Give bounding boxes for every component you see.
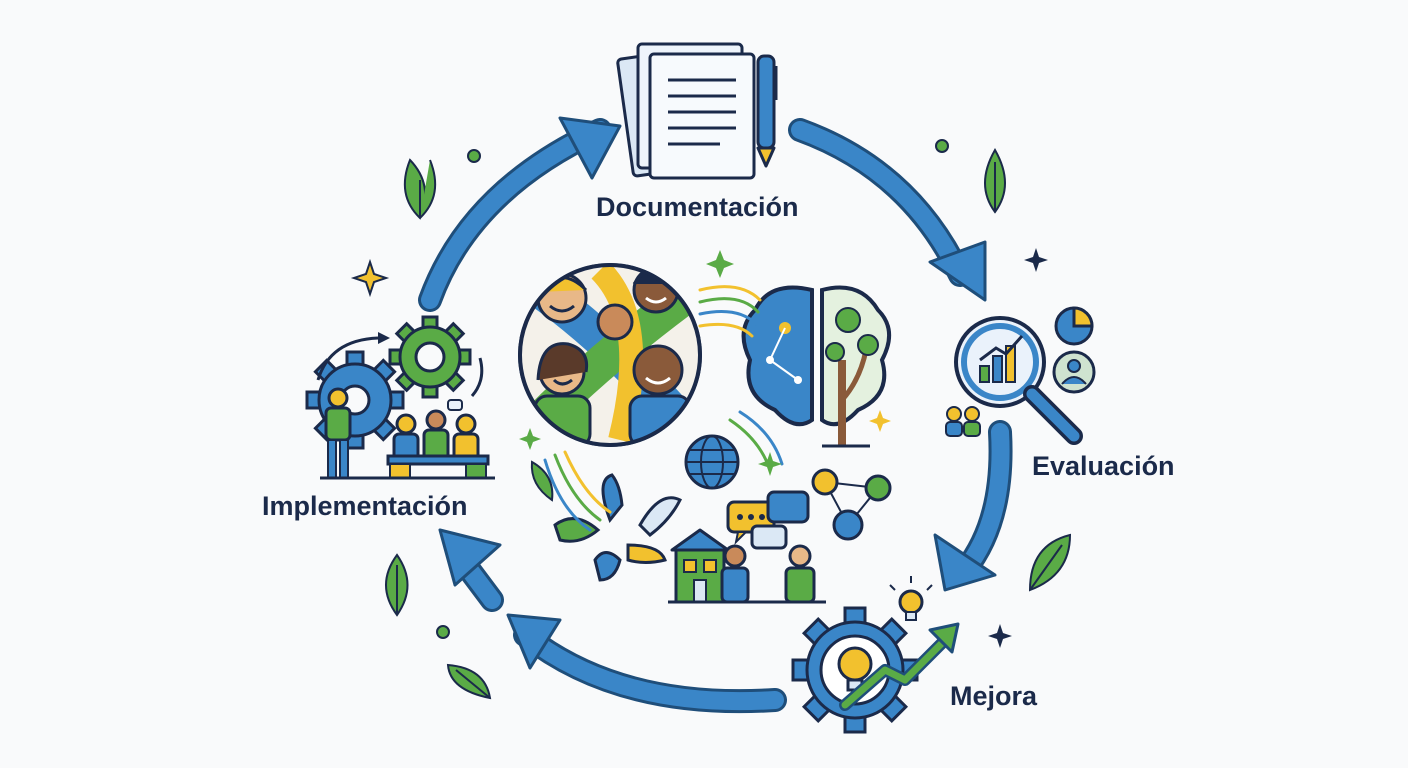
sparkle-icon: [519, 428, 541, 450]
sparkle-icon: [706, 250, 734, 278]
school-house-icon: [668, 528, 826, 604]
label-evaluacion: Evaluación: [1032, 451, 1175, 481]
label-mejora: Mejora: [950, 681, 1038, 711]
community-people-icon: [518, 263, 702, 447]
arrowhead-doc: [558, 116, 622, 180]
cycle-arrows: [418, 116, 1013, 714]
sparkle-icon: [350, 258, 390, 298]
label-implementacion: Implementación: [262, 491, 468, 521]
arrow-doc-to-eval: [788, 118, 972, 287]
gears-team-icon: [305, 315, 495, 480]
sparkle-icon: [988, 624, 1012, 648]
arrowhead-eval: [928, 240, 987, 302]
arrowhead-impl-bottom: [506, 613, 562, 670]
decorations: [350, 139, 1072, 700]
speech-bubbles-icon: [726, 490, 810, 550]
leaf-icon: [984, 147, 1006, 214]
leaf-icon: [403, 158, 437, 220]
sparkle-icon: [758, 452, 782, 476]
brain-tree-icon: [741, 285, 891, 448]
people-network-icon: [811, 468, 892, 541]
dot-icon: [935, 139, 949, 153]
dot-icon: [436, 625, 450, 639]
leaf-icon: [385, 553, 409, 617]
magnifier-chart-icon: [945, 306, 1096, 445]
arrowhead-impl-small: [438, 528, 502, 587]
globe-icon: [684, 434, 740, 490]
leaf-icon: [530, 460, 554, 502]
leaf-icon: [446, 663, 492, 700]
leaf-icon: [1028, 533, 1072, 592]
sparkle-icon: [869, 410, 891, 432]
dot-icon: [467, 149, 481, 163]
gear-lightbulb-growth-icon: [791, 576, 960, 734]
label-documentacion: Documentación: [596, 192, 799, 222]
sparkle-icon: [1024, 248, 1048, 272]
arrowhead-mejora: [933, 533, 997, 592]
documents-pen-icon: [616, 42, 778, 180]
